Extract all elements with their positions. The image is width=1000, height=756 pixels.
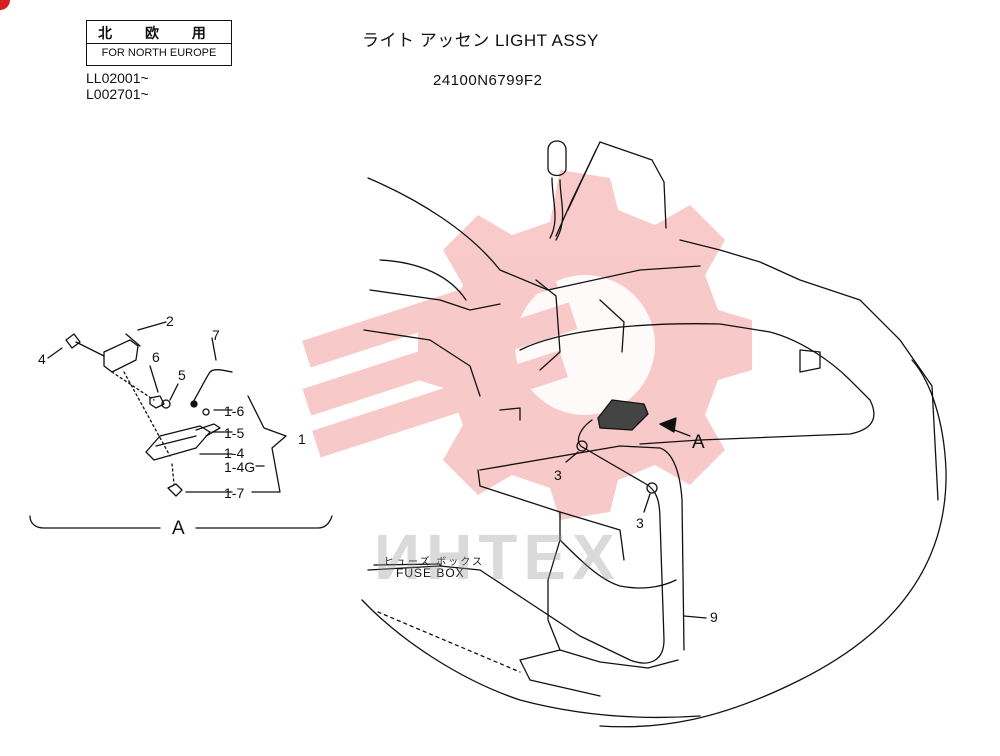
screw-part-1-6 (202, 408, 210, 416)
part-number: 24100N6799F2 (433, 72, 543, 89)
callout-1-6: 1-6 (224, 403, 245, 419)
callout-1: 1 (298, 431, 306, 447)
callout-3a: 3 (554, 467, 562, 483)
watermark-text: ИНТЕХ (374, 521, 621, 593)
callout-2: 2 (166, 313, 174, 329)
diagram-title: ライト アッセン LIGHT ASSY (362, 31, 599, 50)
lamp-part-1-4 (145, 425, 211, 461)
corner-marker-icon (0, 0, 10, 10)
engine-hood (519, 323, 875, 445)
bolt-part-4 (65, 333, 81, 349)
detail-view-a (29, 321, 333, 529)
callout-9: 9 (710, 609, 718, 625)
nut-part-6 (149, 395, 165, 409)
rear-lamp (597, 399, 649, 431)
bracket-part-2 (103, 339, 139, 373)
fuse-box-label-en: FUSE BOX (396, 566, 465, 580)
callout-6: 6 (152, 349, 160, 365)
callout-1-5: 1-5 (224, 425, 245, 441)
serial-range-2: L002701~ (86, 86, 149, 102)
callout-1-7: 1-7 (224, 485, 245, 501)
machine-body (361, 140, 947, 728)
screw-part-1-7 (167, 483, 183, 497)
serial-range-1: LL02001~ (86, 70, 149, 86)
callout-1-4: 1-4 (224, 445, 245, 461)
washer-part-5 (161, 399, 171, 409)
callout-1-4g: 1-4G (224, 459, 256, 475)
work-light-icon (547, 140, 567, 177)
region-label-jp: 北 欧 用 (98, 26, 220, 42)
region-label-divider (87, 43, 231, 44)
callout-4: 4 (38, 351, 46, 367)
harness-part-9 (367, 419, 665, 664)
view-arrow-label: A (692, 432, 705, 453)
callout-7: 7 (212, 327, 220, 343)
detail-view-label: A (172, 518, 185, 539)
fuse-box-label-jp: ヒューズ ボックス (384, 557, 484, 568)
region-label-en: FOR NORTH EUROPE (101, 47, 217, 59)
watermark-gear-icon (302, 170, 752, 520)
harness-part-7 (191, 369, 233, 405)
region-label-box: 北 欧 用 FOR NORTH EUROPE (86, 20, 232, 66)
clamp-part-3b (646, 482, 658, 494)
clamp-part-3a (576, 440, 588, 452)
callout-3b: 3 (636, 515, 644, 531)
view-arrow-icon (659, 417, 677, 433)
callout-5: 5 (178, 367, 186, 383)
